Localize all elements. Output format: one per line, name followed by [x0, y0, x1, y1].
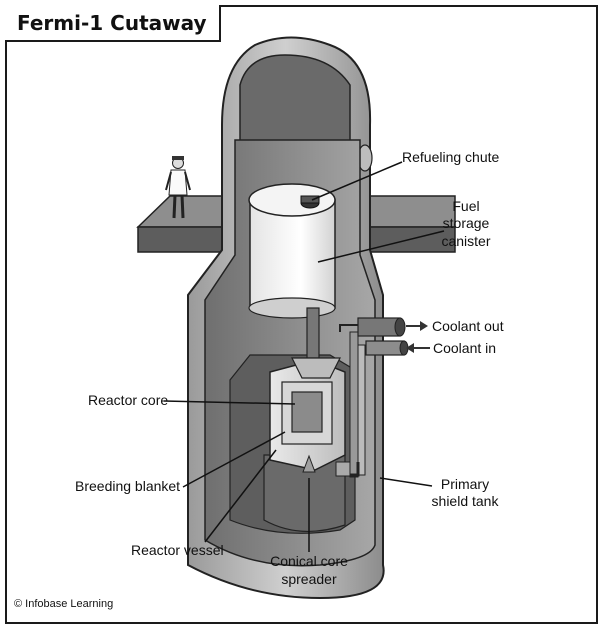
label-fuel-line2: storage [443, 215, 490, 231]
label-coolant-out: Coolant out [432, 318, 504, 334]
label-fuel-line1: Fuel [452, 198, 479, 214]
reactor-core [292, 392, 322, 432]
label-breeding-blanket: Breeding blanket [75, 478, 180, 494]
label-refueling-chute: Refueling chute [402, 149, 500, 165]
label-shield-line2: shield tank [432, 493, 500, 509]
label-reactor-core: Reactor core [88, 392, 168, 408]
fuel-storage-canister [249, 184, 335, 318]
drive-shaft [307, 308, 319, 358]
coolant-in-arrow [406, 343, 430, 353]
label-conical-line1: Conical core [270, 553, 348, 569]
label-reactor-vessel: Reactor vessel [131, 542, 224, 558]
label-conical-line2: spreader [281, 571, 337, 587]
label-fuel-line3: canister [441, 233, 490, 249]
label-shield-line1: Primary [441, 476, 489, 492]
label-coolant-in: Coolant in [433, 340, 496, 356]
coolant-out-arrow [406, 321, 428, 331]
credit-text: © Infobase Learning [14, 598, 113, 610]
